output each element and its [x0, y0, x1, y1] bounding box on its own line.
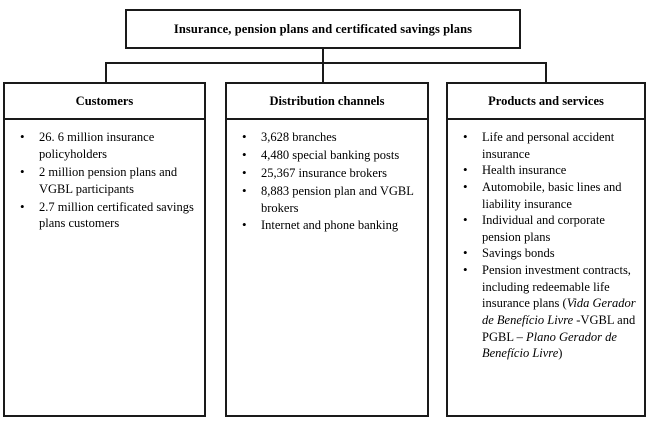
column-body-distribution-channels: 3,628 branches 4,480 special banking pos… — [227, 120, 427, 234]
list-item: Savings bonds — [454, 244, 638, 262]
connector-root-stem — [322, 49, 324, 83]
column-distribution-channels: Distribution channels 3,628 branches 4,4… — [225, 82, 429, 417]
list-item: Individual and corporate pension plans — [454, 211, 638, 245]
root-node-box: Insurance, pension plans and certificate… — [125, 9, 521, 49]
list-item: Internet and phone banking — [233, 216, 421, 234]
pension-contracts-text-part1: Pension investment contracts, including … — [482, 263, 631, 311]
list-item-pension-contracts: Pension investment contracts, including … — [454, 261, 638, 362]
connector-drop-right — [545, 62, 547, 83]
list-item: Life and personal accident insurance — [454, 128, 638, 162]
column-header-products-and-services: Products and services — [448, 84, 644, 120]
pension-contracts-italic-pgbl: Plano Gerador de Benefício Livre — [482, 329, 617, 361]
column-header-text: Products and services — [488, 93, 604, 108]
list-item: 2.7 million certificated savings plans c… — [11, 198, 198, 233]
connector-horizontal-bus — [105, 62, 547, 64]
list-item: 25,367 insurance brokers — [233, 164, 421, 182]
connector-drop-left — [105, 62, 107, 83]
pension-contracts-italic-vgbl: Vida Gerador de Benefício Livre — [482, 296, 636, 327]
list-item: Automobile, basic lines and liability in… — [454, 178, 638, 212]
list-item: Health insurance — [454, 161, 638, 179]
column-header-customers: Customers — [5, 84, 204, 120]
column-body-products-and-services: Life and personal accident insurance Hea… — [448, 120, 644, 362]
column-header-text: Distribution channels — [269, 93, 385, 108]
column-customers: Customers 26. 6 million insurance policy… — [3, 82, 206, 417]
root-node-title: Insurance, pension plans and certificate… — [173, 21, 473, 36]
column-body-customers: 26. 6 million insurance policyholders 2 … — [5, 120, 204, 232]
bullet-list-products-and-services: Life and personal accident insurance Hea… — [454, 128, 638, 362]
list-item: 8,883 pension plan and VGBL brokers — [233, 182, 421, 217]
list-item: 26. 6 million insurance policyholders — [11, 128, 198, 163]
list-item: 4,480 special banking posts — [233, 146, 421, 164]
column-header-text: Customers — [75, 93, 134, 108]
list-item: 3,628 branches — [233, 128, 421, 146]
column-header-distribution-channels: Distribution channels — [227, 84, 427, 120]
bullet-list-distribution-channels: 3,628 branches 4,480 special banking pos… — [233, 128, 421, 234]
bullet-list-customers: 26. 6 million insurance policyholders 2 … — [11, 128, 198, 233]
pension-contracts-text-part3: ) — [558, 346, 563, 361]
list-item: 2 million pension plans and VGBL partici… — [11, 163, 198, 198]
pension-contracts-text-part2: -VGBL and PGBL – — [482, 312, 636, 344]
column-products-and-services: Products and services Life and personal … — [446, 82, 646, 417]
